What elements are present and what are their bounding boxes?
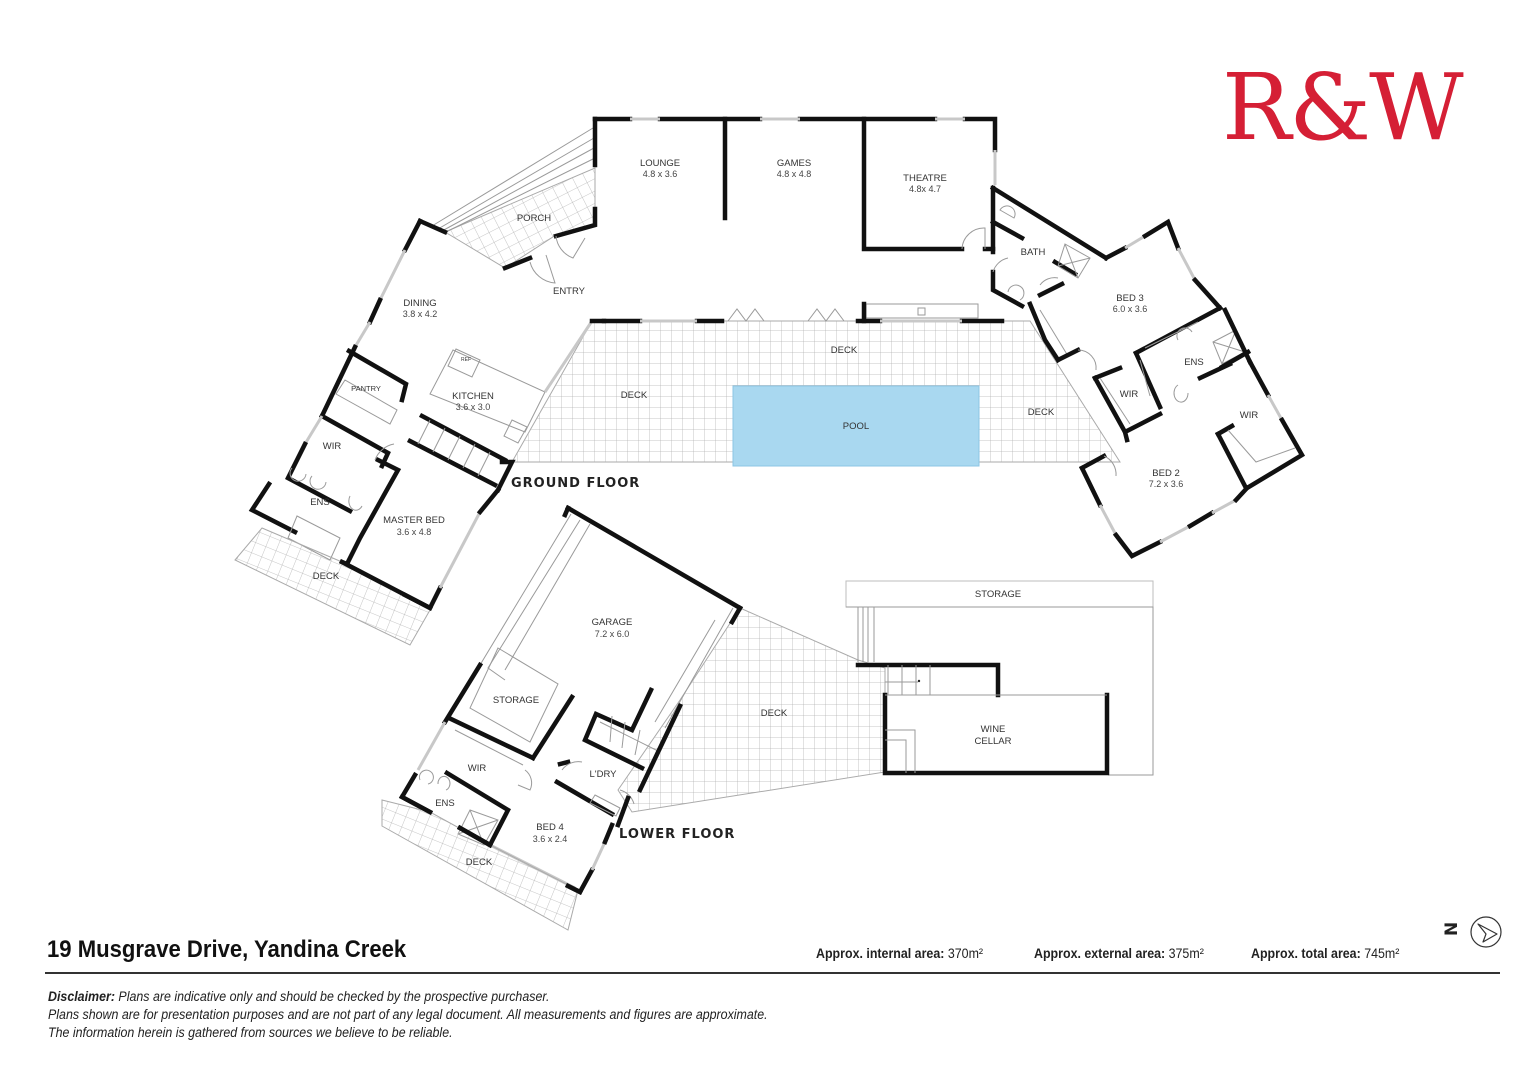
property-address: 19 Musgrave Drive, Yandina Creek: [47, 936, 407, 963]
internal-area-value: 370m²: [947, 946, 984, 961]
pool: [732, 385, 980, 467]
room-deck-top: DECK: [831, 345, 858, 356]
room-wine-cellar-line1: WINE: [981, 724, 1006, 735]
room-bed2-dim: 7.2 x 3.6: [1149, 479, 1184, 489]
room-games-dim: 4.8 x 4.8: [777, 169, 812, 179]
ground-floor: [234, 116, 1306, 646]
total-area-value: 745m²: [1364, 946, 1400, 961]
room-wir-master: WIR: [323, 441, 342, 452]
room-bed3-dim: 6.0 x 3.6: [1113, 304, 1148, 314]
brand-logo: R&W: [1222, 54, 1464, 161]
room-kitchen: KITCHEN: [452, 391, 494, 402]
disclaimer-line-1: Disclaimer: Plans are indicative only an…: [48, 988, 768, 1006]
total-area-label: Approx. total area:: [1251, 946, 1361, 961]
external-area-value: 375m²: [1168, 946, 1204, 961]
room-deck-left: DECK: [621, 390, 648, 401]
room-storage-top: STORAGE: [975, 589, 1021, 600]
room-bed2: BED 2: [1152, 468, 1179, 479]
external-area: Approx. external area: 375m²: [1034, 946, 1204, 961]
room-bath: BATH: [1021, 247, 1046, 258]
internal-area-label: Approx. internal area:: [816, 946, 945, 961]
disclaimer-heading: Disclaimer:: [48, 989, 115, 1004]
room-garage-dim: 7.2 x 6.0: [595, 629, 630, 639]
room-storage-garage: STORAGE: [493, 695, 539, 706]
room-wir-lower: WIR: [468, 763, 487, 774]
master-deck: [234, 527, 431, 646]
total-area: Approx. total area: 745m²: [1251, 946, 1399, 961]
room-porch: PORCH: [517, 213, 551, 224]
compass-letter: N: [1443, 922, 1462, 936]
disclaimer-line-3: The information herein is gathered from …: [48, 1025, 453, 1040]
internal-area: Approx. internal area: 370m²: [816, 946, 983, 961]
room-theatre-dim: 4.8x 4.7: [909, 184, 941, 194]
room-pool: POOL: [843, 421, 869, 432]
room-wir-bed2: WIR: [1240, 410, 1259, 421]
lower-floor: [381, 504, 1154, 931]
room-ens-bed3: ENS: [1184, 357, 1204, 368]
room-dining-dim: 3.8 x 4.2: [403, 309, 438, 319]
room-laundry: L'DRY: [590, 769, 618, 780]
room-ens-master: ENS: [310, 497, 330, 508]
room-dining: DINING: [403, 298, 436, 309]
fridge-label: REF: [461, 357, 471, 363]
room-bed4-dim: 3.6 x 2.4: [533, 834, 568, 844]
north-arrow-icon: N: [1443, 916, 1502, 948]
disclaimer-text-1: Plans are indicative only and should be …: [114, 989, 550, 1004]
lower-floor-label: LOWER FLOOR: [619, 827, 735, 842]
room-master-bed-dim: 3.6 x 4.8: [397, 527, 432, 537]
room-lounge: LOUNGE: [640, 158, 680, 169]
disclaimer-line-2: Plans shown are for presentation purpose…: [48, 1007, 768, 1022]
room-deck-lower: DECK: [761, 708, 788, 719]
room-deck-master: DECK: [313, 571, 340, 582]
external-area-label: Approx. external area:: [1034, 946, 1166, 961]
room-games: GAMES: [777, 158, 811, 169]
ground-floor-label: GROUND FLOOR: [511, 476, 640, 491]
room-lounge-dim: 4.8 x 3.6: [643, 169, 678, 179]
room-deck-bed4: DECK: [466, 857, 493, 868]
disclaimer: Disclaimer: Plans are indicative only an…: [48, 988, 768, 1042]
room-garage: GARAGE: [592, 617, 633, 628]
divider: [45, 972, 1500, 974]
room-master-bed: MASTER BED: [383, 515, 445, 526]
room-wine-cellar-line2: CELLAR: [975, 736, 1012, 747]
room-entry: ENTRY: [553, 286, 586, 297]
room-bed4: BED 4: [536, 822, 563, 833]
room-pantry: PANTRY: [351, 384, 381, 393]
room-theatre: THEATRE: [903, 173, 947, 184]
room-ens-lower: ENS: [435, 798, 455, 809]
room-kitchen-dim: 3.6 x 3.0: [456, 402, 491, 412]
room-labels: LOUNGE 4.8 x 3.6 GAMES 4.8 x 4.8 THEATRE…: [310, 158, 1258, 868]
room-deck-right: DECK: [1028, 407, 1055, 418]
lower-deck: [617, 607, 886, 813]
room-bed3: BED 3: [1116, 293, 1143, 304]
room-wir-bed3: WIR: [1120, 389, 1139, 400]
